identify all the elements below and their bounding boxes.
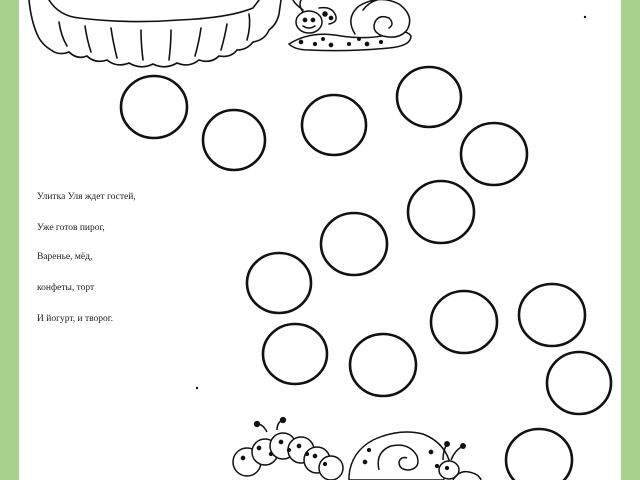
path-circle — [300, 93, 368, 157]
poem-line: конфеты, торт — [37, 283, 95, 293]
path-circle — [517, 282, 587, 348]
dot-path — [119, 65, 613, 480]
path-circle — [395, 65, 463, 129]
path-circle — [201, 108, 267, 172]
snail-drawing — [287, 0, 412, 52]
speck — [583, 15, 587, 19]
path-circle — [429, 289, 499, 355]
path-circle — [261, 322, 329, 386]
poem-line: Улитка Уля ждет гостей, — [37, 192, 136, 202]
path-circle — [459, 121, 529, 187]
path-circle — [319, 211, 389, 277]
path-circle — [348, 332, 418, 398]
path-circle — [119, 74, 189, 140]
path-circle — [406, 179, 476, 245]
poem-line: И йогурт, и творог. — [37, 314, 114, 324]
worksheet-art — [28, 0, 613, 480]
snail-drawing — [348, 431, 482, 480]
path-circle — [504, 427, 574, 480]
caterpillar-drawing — [232, 416, 344, 480]
cake-drawing — [28, 0, 282, 68]
path-circle — [545, 350, 613, 416]
speck — [195, 386, 199, 390]
path-circle — [245, 251, 313, 315]
worksheet-page: Улитка Уля ждет гостей, Уже готов пирог,… — [19, 0, 621, 480]
poem-line: Варенье, мёд, — [37, 252, 93, 262]
poem-line: Уже готов пирог, — [37, 223, 105, 233]
